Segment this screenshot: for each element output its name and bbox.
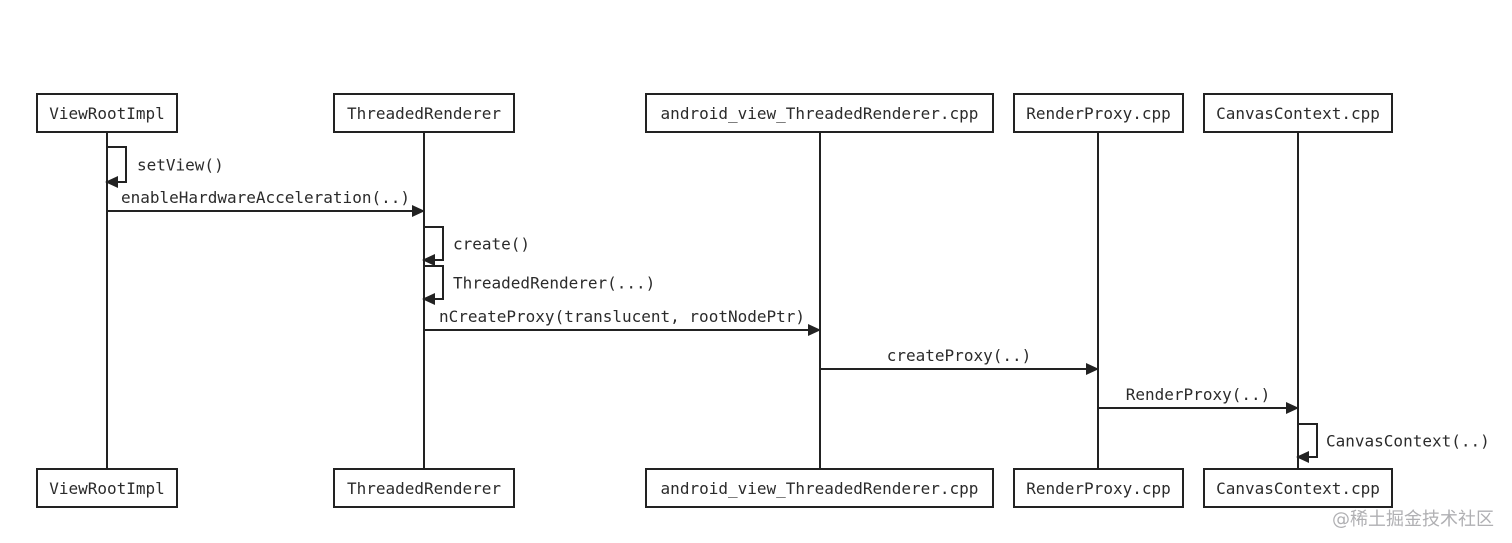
participant-bottom-viewrootimpl: ViewRootImpl	[36, 468, 178, 508]
arrowhead-right-icon	[1286, 402, 1299, 414]
arrowhead-right-icon	[412, 205, 425, 217]
arrowhead-left-icon	[1296, 451, 1309, 463]
participant-bottom-threadedrenderer: ThreadedRenderer	[333, 468, 515, 508]
arrowhead-left-icon	[105, 176, 118, 188]
message-label-setview: setView()	[137, 155, 224, 174]
arrowhead-left-icon	[422, 293, 435, 305]
message-self-create: create()	[422, 226, 530, 266]
watermark-juejin: @稀土掘金技术社区	[1332, 509, 1494, 530]
message-arrow-enablehardwareacceleration: enableHardwareAcceleration(..)	[107, 188, 425, 217]
message-arrow-ncreateproxy: nCreateProxy(translucent, rootNodePtr)	[424, 307, 821, 336]
participant-top-android-view-threadedrenderer: android_view_ThreadedRenderer.cpp	[645, 93, 994, 133]
arrow-line	[1098, 407, 1298, 409]
arrow-line	[424, 329, 820, 331]
message-arrow-renderproxy-ctor: RenderProxy(..)	[1098, 385, 1299, 414]
message-label-threadedrenderer-ctor: ThreadedRenderer(...)	[453, 273, 656, 292]
participant-bottom-renderproxy: RenderProxy.cpp	[1013, 468, 1184, 508]
arrow-line	[820, 368, 1098, 370]
message-label-createproxy: createProxy(..)	[886, 346, 1032, 365]
arrowhead-right-icon	[1086, 363, 1099, 375]
lifeline-canvascontext	[1297, 132, 1299, 469]
message-label-create: create()	[453, 234, 531, 253]
participant-top-renderproxy: RenderProxy.cpp	[1013, 93, 1184, 133]
participant-top-threadedrenderer: ThreadedRenderer	[333, 93, 515, 133]
arrowhead-left-icon	[422, 254, 435, 266]
participant-top-canvascontext: CanvasContext.cpp	[1203, 93, 1393, 133]
message-label-ncreateproxy: nCreateProxy(translucent, rootNodePtr)	[438, 307, 806, 326]
message-label-canvascontext-ctor: CanvasContext(..)	[1326, 431, 1490, 450]
message-label-enablehardwareacceleration: enableHardwareAcceleration(..)	[121, 188, 410, 207]
message-self-threadedrenderer-ctor: ThreadedRenderer(...)	[422, 265, 655, 305]
message-self-setview: setView()	[105, 146, 224, 188]
participant-top-viewrootimpl: ViewRootImpl	[36, 93, 178, 133]
lifeline-viewrootimpl	[106, 132, 108, 469]
message-self-canvascontext-ctor: CanvasContext(..)	[1296, 423, 1490, 463]
lifeline-android-view-threadedrenderer	[819, 132, 821, 469]
participant-bottom-android-view-threadedrenderer: android_view_ThreadedRenderer.cpp	[645, 468, 994, 508]
message-arrow-createproxy: createProxy(..)	[820, 346, 1099, 375]
lifeline-renderproxy	[1097, 132, 1099, 469]
arrowhead-right-icon	[808, 324, 821, 336]
message-label-renderproxy-ctor: RenderProxy(..)	[1125, 385, 1271, 404]
arrow-line	[107, 210, 424, 212]
participant-bottom-canvascontext: CanvasContext.cpp	[1203, 468, 1393, 508]
